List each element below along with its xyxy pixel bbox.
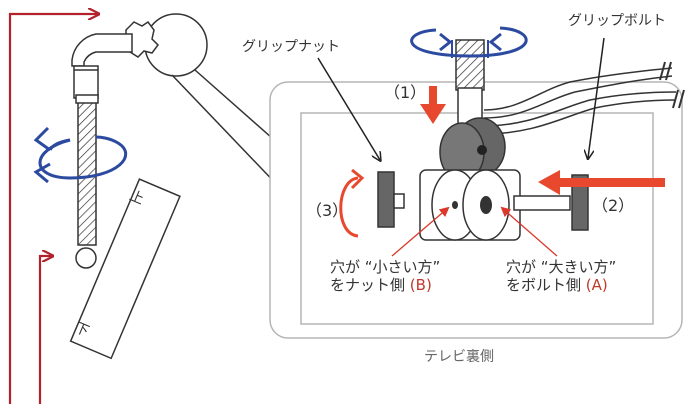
grip-nut <box>377 171 405 228</box>
step1-label: （1） <box>384 83 427 102</box>
push-arrow-icon <box>538 170 665 195</box>
mount-plate <box>69 178 181 360</box>
monitor-arm <box>71 13 283 269</box>
large-hole-line2-text: をボルト側 <box>506 276 582 294</box>
rotation-arrow-icon <box>33 126 128 184</box>
small-hole-tag: (B) <box>409 276 432 294</box>
step3-label: （3） <box>306 201 349 220</box>
grip-bolt-label: グリップボルト <box>568 13 666 29</box>
large-hole-label: 穴が “大きい方” をボルト側 (A) <box>506 258 616 294</box>
small-hole-line1: 穴が “小さい方” <box>330 258 441 276</box>
small-hole-label: 穴が “小さい方” をナット側 (B) <box>330 258 440 294</box>
mark-top-label: 上 <box>127 188 146 208</box>
washer-a <box>462 169 510 241</box>
tv-back-label: テレビ裏側 <box>424 349 494 365</box>
left-guide-lines <box>8 14 98 404</box>
large-hole-tag: (A) <box>585 276 608 294</box>
small-hole-line2-text: をナット側 <box>330 276 406 294</box>
grip-bolt <box>571 174 589 231</box>
small-hole-line2: をナット側 (B) <box>330 276 440 294</box>
large-hole-line1: 穴が “大きい方” <box>506 258 617 276</box>
mark-bottom-label: 下 <box>72 320 91 340</box>
push-arrow-icon <box>420 86 446 124</box>
roller-assembly <box>439 117 506 182</box>
cables <box>483 61 685 135</box>
pointer-arrow-icon <box>317 37 605 160</box>
pointer-arrow-icon <box>391 206 558 257</box>
large-hole-line2: をボルト側 (A) <box>506 276 616 294</box>
grip-nut-label: グリップナット <box>242 39 340 55</box>
rotation-arrow-icon <box>339 168 365 238</box>
step2-label: （2） <box>592 196 635 215</box>
